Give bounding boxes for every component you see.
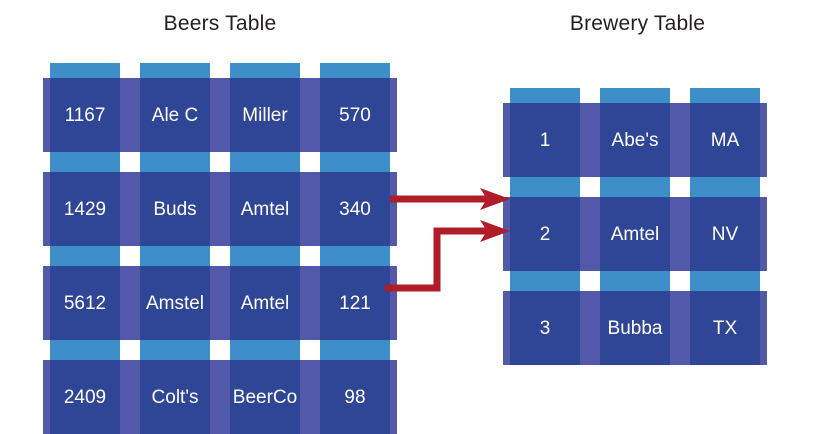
brewery_table-cell-bg (600, 103, 670, 177)
brewery_table-column-divider (580, 103, 600, 177)
beers_table-column-divider (120, 172, 140, 246)
beers_table-column-divider (300, 360, 320, 434)
brewery_table-row-bar-edge (760, 103, 767, 177)
arrow-beers-row3-to-brewery-row2-head (480, 220, 510, 242)
brewery_table-row-bar-edge (503, 197, 510, 271)
brewery_table-column-divider (580, 197, 600, 271)
brewery_table-cell-bg (600, 291, 670, 365)
brewery-table-title: Brewery Table (569, 12, 706, 35)
brewery_table-cell-bg (510, 197, 580, 271)
beers_table-column-divider (120, 360, 140, 434)
beers_table-cell-bg (140, 172, 210, 246)
brewery_table-column-divider (580, 291, 600, 365)
beers_table-cell-bg (230, 172, 300, 246)
beers_table-row-bar-edge (390, 172, 397, 246)
beers_table-column-divider (120, 266, 140, 340)
brewery_table-cell-bg (690, 291, 760, 365)
beers_table-column-divider (210, 360, 230, 434)
beers-table-title: Beers Table (163, 12, 277, 35)
beers_table-cell-bg (140, 78, 210, 152)
arrow-beers-row3-to-brewery-row2-line (385, 227, 488, 292)
beers_table-column-divider (300, 78, 320, 152)
brewery_table-column-divider (670, 291, 690, 365)
brewery_table-cell-bg (600, 197, 670, 271)
beers_table-cell-bg (230, 78, 300, 152)
brewery_table-row-bar-edge (760, 291, 767, 365)
beers_table-row-bar-edge (43, 360, 50, 434)
brewery_table-column-divider (670, 197, 690, 271)
beers_table-column-divider (210, 78, 230, 152)
brewery_table-cell-bg (690, 103, 760, 177)
beers_table-cell-bg (50, 78, 120, 152)
brewery_table-row-bar-edge (760, 197, 767, 271)
brewery_table-cell-bg (510, 291, 580, 365)
beers_table-cell-bg (320, 78, 390, 152)
beers_table-cell-bg (230, 266, 300, 340)
beers_table-row-bar-edge (43, 172, 50, 246)
brewery_table-row-bar-edge (503, 103, 510, 177)
brewery_table-row-bar-edge (503, 291, 510, 365)
beers_table-row-bar-edge (43, 78, 50, 152)
relationship-arrows (385, 188, 510, 292)
brewery_table-cell-bg (690, 197, 760, 271)
arrow-beers-row2-to-brewery-row2-head (480, 188, 510, 210)
beers_table-column-divider (210, 172, 230, 246)
beers_table-column-divider (300, 266, 320, 340)
beers_table-row-bar-edge (390, 78, 397, 152)
beers_table-cell-bg (320, 172, 390, 246)
beers_table-row-bar-edge (390, 360, 397, 434)
beers_table-cell-bg (50, 266, 120, 340)
brewery_table-column-divider (670, 103, 690, 177)
beers_table-column-divider (120, 78, 140, 152)
beers_table-row-bar-edge (43, 266, 50, 340)
beers_table-cell-bg (50, 172, 120, 246)
beers_table-row-bar-edge (390, 266, 397, 340)
brewery_table-cell-bg (510, 103, 580, 177)
beers_table-cell-bg (140, 266, 210, 340)
beers_table-cell-bg (320, 266, 390, 340)
beers_table-column-divider (300, 172, 320, 246)
beers_table-column-divider (210, 266, 230, 340)
